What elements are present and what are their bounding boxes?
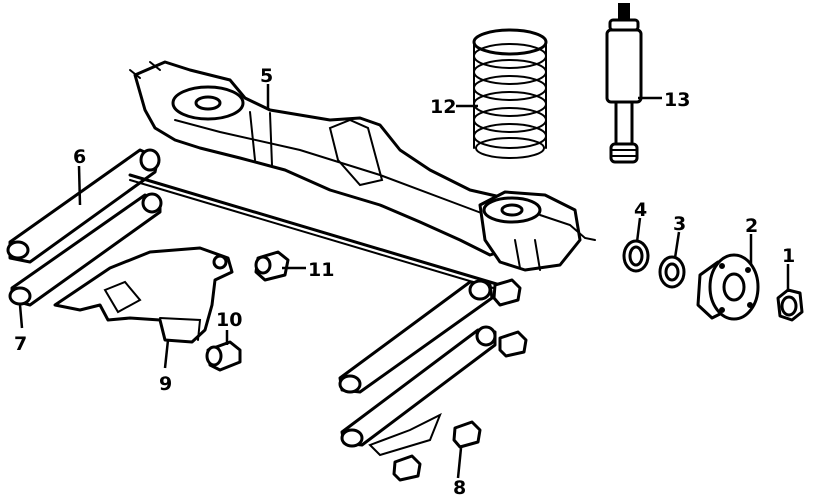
bushing-11 — [254, 250, 290, 282]
callout-2: 2 — [745, 215, 758, 237]
axle-crossmember — [129, 60, 596, 272]
callout-6: 6 — [73, 146, 86, 168]
control-arm-bracket — [53, 246, 234, 344]
callout-9: 9 — [159, 373, 172, 395]
bushing-right-b — [498, 330, 528, 358]
wheel-bearing — [658, 255, 686, 289]
bushing-10 — [205, 340, 242, 372]
callout-1: 1 — [782, 245, 795, 267]
trailing-arm-upper — [6, 148, 161, 264]
lateral-rod — [128, 173, 502, 291]
callout-10: 10 — [216, 309, 242, 331]
leader-lines — [18, 84, 790, 479]
bushing-8 — [452, 420, 482, 449]
oil-seal — [622, 239, 650, 273]
trailing-arm-right-upper — [338, 279, 494, 394]
callout-7: 7 — [14, 333, 27, 355]
trailing-arm-right-lower — [340, 325, 497, 457]
bushing-lower — [392, 454, 422, 482]
callout-4: 4 — [634, 199, 647, 221]
bushing-right-a — [492, 278, 522, 307]
coil-spring — [472, 28, 548, 159]
callout-5: 5 — [260, 65, 273, 87]
trailing-arm-lower — [8, 192, 163, 307]
hub-nut — [776, 288, 804, 322]
callout-labels: 1 2 3 4 5 6 7 8 9 10 11 12 13 — [14, 65, 795, 496]
callout-13: 13 — [664, 89, 690, 111]
callout-8: 8 — [453, 477, 466, 496]
callout-11: 11 — [308, 259, 334, 281]
shock-absorber — [605, 3, 643, 164]
callout-12: 12 — [430, 96, 456, 118]
wheel-hub — [696, 253, 760, 321]
callout-3: 3 — [673, 213, 686, 235]
